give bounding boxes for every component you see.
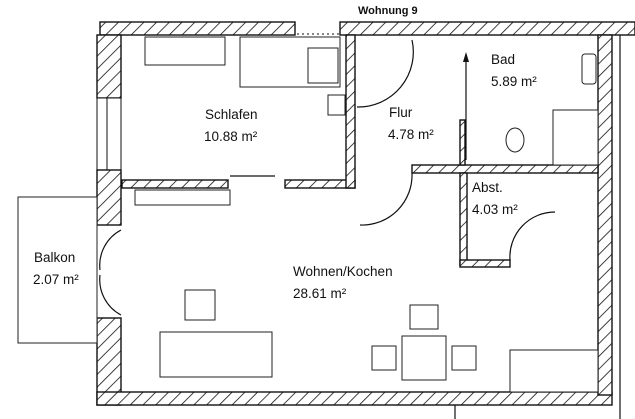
toilet bbox=[505, 127, 525, 153]
wall-bad-bottom bbox=[411, 164, 599, 174]
labels: Wohnung 9 Schlafen 10.88 m² Flur 4.78 m²… bbox=[33, 5, 537, 301]
wall-bottom bbox=[96, 391, 613, 406]
room-name-schlafen: Schlafen bbox=[205, 107, 258, 122]
room-area-abst: 4.03 m² bbox=[472, 202, 518, 217]
room-name-flur: Flur bbox=[389, 105, 413, 120]
wall-abst-left bbox=[459, 172, 468, 266]
room-area-balkon: 2.07 m² bbox=[33, 272, 79, 287]
wall-top-left bbox=[99, 21, 296, 36]
doors bbox=[99, 39, 556, 316]
room-name-bad: Bad bbox=[491, 52, 515, 67]
sink bbox=[581, 53, 597, 85]
armchair bbox=[184, 289, 216, 321]
wall-top-right bbox=[339, 21, 635, 36]
wall-abst-bottom bbox=[459, 259, 511, 268]
wall-schlafen-bottom-1 bbox=[121, 179, 229, 189]
wall-flur-bad bbox=[459, 119, 466, 166]
balcony bbox=[17, 196, 98, 344]
apartment-label: Wohnung 9 bbox=[358, 5, 418, 17]
kitchen bbox=[509, 349, 599, 393]
door-flur bbox=[359, 172, 413, 226]
room-name-balkon: Balkon bbox=[34, 250, 75, 265]
shower bbox=[552, 109, 599, 166]
wall-left-1 bbox=[96, 34, 122, 99]
sofa bbox=[159, 331, 273, 378]
room-name-abst: Abst. bbox=[472, 180, 503, 195]
room-area-bad: 5.89 m² bbox=[491, 74, 537, 89]
room-area-flur: 4.78 m² bbox=[388, 127, 434, 142]
room-area-wohnen: 28.61 m² bbox=[293, 286, 347, 301]
window-left bbox=[96, 97, 122, 171]
door-entrance bbox=[356, 39, 414, 108]
walls bbox=[96, 21, 635, 419]
room-name-wohnen: Wohnen/Kochen bbox=[293, 264, 393, 279]
wall-left-2 bbox=[96, 169, 122, 226]
room-area-schlafen: 10.88 m² bbox=[204, 129, 258, 144]
bed bbox=[144, 36, 226, 66]
dining-table bbox=[401, 335, 447, 381]
door-abst bbox=[509, 211, 556, 261]
wall-right bbox=[597, 34, 613, 396]
door-balkon bbox=[99, 229, 122, 316]
wall-schlafen-bottom-2 bbox=[284, 179, 356, 189]
furniture bbox=[134, 36, 599, 393]
wall-schlafen-right bbox=[345, 34, 356, 189]
